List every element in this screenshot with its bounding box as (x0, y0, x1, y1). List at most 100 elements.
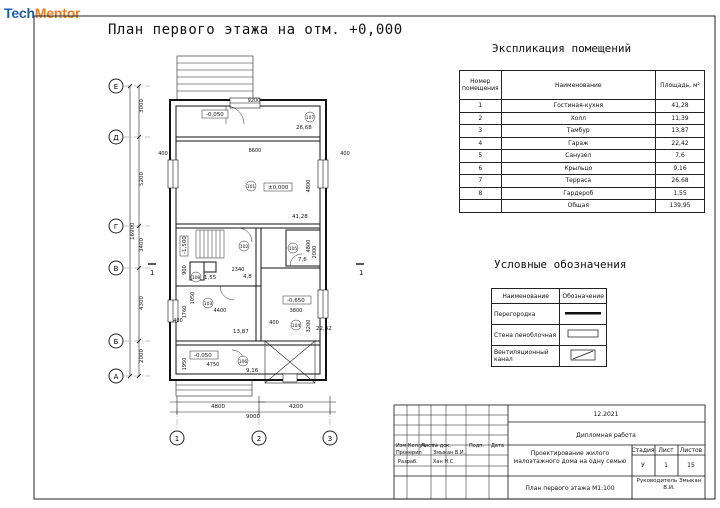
room-marker: 106 (239, 359, 248, 365)
room-area: 4,8 (243, 274, 252, 280)
col-header: Номер помещения (459, 70, 502, 100)
dimension-label: 400 (158, 151, 168, 157)
level-mark: -0,050 (206, 112, 224, 118)
axis-label: В (114, 265, 119, 273)
dimension-label: 400 (173, 318, 183, 324)
brand-logo: TechMentor (4, 5, 81, 21)
dimension-label: 4800 (306, 180, 312, 193)
dimension-label: 900 (182, 265, 188, 275)
axis-label: 1 (175, 435, 179, 443)
level-mark: -0,050 (194, 353, 212, 359)
dimension-label: 2340 (232, 267, 245, 273)
axis-label: Е (114, 83, 118, 91)
section-mark: 1 (359, 269, 363, 277)
dimension-label: 3800 (290, 308, 303, 314)
axis-label: 3 (328, 435, 332, 443)
room-area: 13,87 (233, 329, 249, 335)
dimension-label: 4800 (306, 240, 312, 253)
dimension-label: 4300 (139, 296, 145, 310)
stamp-stage: У (641, 462, 645, 469)
stamp-role: Проверил (396, 450, 422, 456)
axis-label: 2 (257, 435, 261, 443)
legend-row: Стена пеноблочная (490, 324, 607, 346)
dimension-label: 2000 (139, 349, 145, 363)
partition-symbol-icon (565, 312, 602, 315)
dimension-label: 400 (269, 320, 279, 326)
col-header: Наименование (490, 288, 561, 304)
col-header: Обозначение (559, 288, 607, 304)
room-marker: 107 (306, 115, 315, 121)
stamp-stage-label: Стадия (631, 447, 654, 454)
level-mark: -1,500 (182, 236, 188, 254)
stamp-col: № док. (433, 443, 451, 449)
dimension-label: 2000 (312, 246, 318, 259)
dimension-label: 16900 (130, 222, 136, 240)
stamp-person: Змыкан В.И. (433, 450, 466, 456)
dimension-label: 8600 (249, 148, 262, 154)
dimension-label: 3000 (139, 99, 145, 113)
room-area: 7,6 (298, 257, 307, 263)
level-mark: -0,650 (287, 298, 305, 304)
stamp-col: Подп. (469, 443, 485, 449)
axis-label: А (114, 373, 119, 381)
stamp-project: Проектирование жилого малоэтажного дома … (513, 450, 627, 465)
stamp-col: Кол.уч. (408, 443, 427, 449)
room-area: 41,28 (292, 214, 308, 220)
col-header: Наименование (500, 70, 657, 100)
col-header: Площадь, м² (655, 70, 705, 100)
explication-table: Номер помещения Наименование Площадь, м²… (459, 70, 705, 213)
dimension-label: 9000 (246, 414, 260, 420)
legend-title: Условные обозначения (494, 258, 627, 271)
stamp-col: Лист (421, 443, 434, 449)
axis-grid: Е Д Г В Б А 1 2 3 (108, 78, 338, 446)
stamp-col: Изм. (396, 443, 408, 449)
dimension-label: 9200 (248, 98, 261, 104)
room-area: 9,16 (246, 368, 259, 374)
stamp-code: 12.2021 (594, 411, 619, 418)
dimension-label: 1050 (190, 292, 196, 305)
level-mark: ±0,000 (268, 185, 289, 191)
stamp-sheets-label: Листов (680, 447, 703, 454)
dimension-label: 400 (340, 151, 350, 157)
dimension-label: 4800 (211, 404, 225, 410)
dimension-label: 5200 (139, 172, 145, 186)
room-area: 26,68 (296, 125, 312, 131)
dimension-label: 1760 (182, 306, 188, 319)
legend-row: Перегородка (490, 303, 607, 325)
stamp-sheet: 1 (664, 462, 668, 469)
axis-label: Г (114, 223, 118, 231)
legend-table: Наименование Обозначение Перегородка Сте… (490, 288, 607, 367)
dimension-label: 4750 (207, 362, 220, 368)
stamp-org: Руководитель Змыкан В.И. (636, 478, 702, 491)
axis-label: Д (113, 134, 119, 142)
dimension-label: 4400 (214, 308, 227, 314)
dimension-label: 3400 (139, 238, 145, 252)
stamp-sheet-name: План первого этажа М1:100 (525, 485, 614, 492)
stamp-col: Дата (491, 443, 504, 449)
stamp-work-type: Дипломная работа (576, 432, 636, 439)
room-marker: 104 (292, 323, 301, 329)
room-marker: 103 (204, 301, 213, 307)
stamp-person: Хан Н.С. (433, 459, 455, 465)
stamp-role: Разраб. (398, 459, 418, 465)
legend-row: Вентиляционный канал (490, 345, 607, 367)
dimension-label: 1950 (182, 358, 188, 371)
room-area: 1,55 (204, 275, 217, 281)
dimension-label: 4200 (289, 404, 303, 410)
room-marker: 105 (289, 246, 298, 252)
room-marker: 101 (247, 184, 256, 190)
stamp-sheet-label: Лист (658, 447, 674, 454)
room-marker: 108 (192, 275, 201, 281)
section-mark: 1 (150, 269, 154, 277)
explication-title: Экспликация помещений (492, 42, 632, 55)
